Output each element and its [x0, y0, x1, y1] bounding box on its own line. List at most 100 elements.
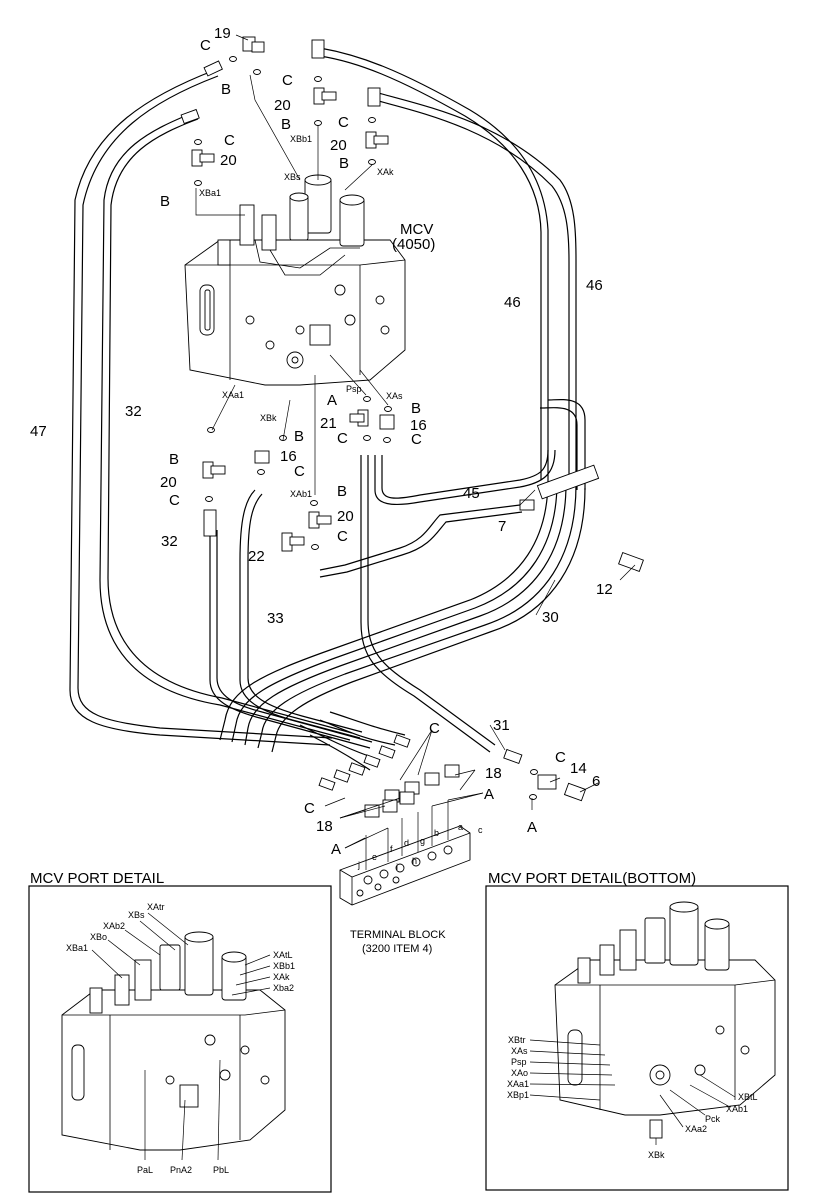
- callout-C: C: [337, 528, 348, 545]
- port-xba1: XBa1: [199, 188, 221, 198]
- callout-18: 18: [316, 818, 333, 835]
- detail-left-port: XAtL: [273, 950, 293, 960]
- detail-right-port: Pck: [705, 1114, 721, 1124]
- callout-C: C: [224, 132, 235, 149]
- callout-B: B: [339, 155, 349, 172]
- mcv-valve-body: [184, 174, 406, 386]
- hose-end-fittings: [180, 39, 523, 791]
- callout-12: 12: [596, 581, 613, 598]
- callout-B: B: [169, 451, 179, 468]
- callout-20: 20: [330, 137, 347, 154]
- callout-B: B: [411, 400, 421, 417]
- callout-14: 14: [570, 760, 587, 777]
- callout-C: C: [294, 463, 305, 480]
- block-letter-f: f: [390, 844, 393, 854]
- detail-left-port: XBa1: [66, 943, 88, 953]
- terminal-block-letters: a b c d e f g h i j: [357, 822, 483, 872]
- callout-16: 16: [280, 448, 297, 465]
- callout-31: 31: [493, 717, 510, 734]
- callout-46: 46: [504, 294, 521, 311]
- detail-right-port: XBp1: [507, 1090, 529, 1100]
- callout-6: 6: [592, 773, 600, 790]
- port-xas: XAs: [386, 391, 403, 401]
- callout-21: 21: [320, 415, 337, 432]
- callout-19: 19: [214, 25, 231, 42]
- detail-left-port: PnA2: [170, 1165, 192, 1175]
- callout-C: C: [282, 72, 293, 89]
- callout-20: 20: [220, 152, 237, 169]
- callout-A: A: [327, 392, 337, 409]
- callout-20: 20: [274, 97, 291, 114]
- callout-22: 22: [248, 548, 265, 565]
- callout-B: B: [294, 428, 304, 445]
- callout-16: 16: [410, 417, 427, 434]
- detail-right-port: XAa2: [685, 1124, 707, 1134]
- detail-left-panel: MCV PORT DETAIL XAtr X: [28, 870, 332, 1193]
- detail-left-port: XBb1: [273, 961, 295, 971]
- block-letter-h: h: [412, 856, 417, 866]
- detail-right-port: XAo: [511, 1068, 528, 1078]
- detail-right-port: XBk: [648, 1150, 665, 1160]
- callout-32: 32: [161, 533, 178, 550]
- detail-left-port: PbL: [213, 1165, 229, 1175]
- port-xbs: XBs: [284, 172, 301, 182]
- callout-C: C: [337, 430, 348, 447]
- port-xab1: XAb1: [290, 489, 312, 499]
- detail-right-port: XAb1: [726, 1104, 748, 1114]
- terminal-block-ports: [356, 845, 453, 897]
- detail-left-title: MCV PORT DETAIL: [30, 870, 164, 887]
- callout-18: 18: [485, 765, 502, 782]
- callout-C: C: [555, 749, 566, 766]
- hose-group: [69, 47, 586, 771]
- block-letter-d: d: [404, 838, 409, 848]
- terminal-block-item: (3200 ITEM 4): [362, 943, 432, 955]
- port-xbb1: XBb1: [290, 134, 312, 144]
- detail-left-port: XAk: [273, 972, 290, 982]
- port-xaa1: XAa1: [222, 390, 244, 400]
- callouts: 19 20 20 20 20 20 21 16 16 22 32 32 33 4…: [30, 25, 613, 955]
- callout-30: 30: [542, 609, 559, 626]
- callout-C: C: [169, 492, 180, 509]
- detail-left-port: XAb2: [103, 921, 125, 931]
- terminal-block: [339, 800, 471, 906]
- callout-B: B: [221, 81, 231, 98]
- block-letter-b: b: [434, 828, 439, 838]
- detail-right-title: MCV PORT DETAIL(BOTTOM): [488, 870, 696, 887]
- port-psp: Psp: [346, 384, 362, 394]
- callout-B: B: [281, 116, 291, 133]
- callout-C: C: [304, 800, 315, 817]
- terminal-block-label: TERMINAL BLOCK: [350, 929, 446, 941]
- detail-right-port: XAs: [511, 1046, 528, 1056]
- callout-45: 45: [463, 485, 480, 502]
- callout-A: A: [484, 786, 494, 803]
- block-letter-a: a: [458, 822, 463, 832]
- callout-C: C: [200, 37, 211, 54]
- callout-A: A: [527, 819, 537, 836]
- callout-C: C: [411, 431, 422, 448]
- callout-46: 46: [586, 277, 603, 294]
- callout-7: 7: [498, 518, 506, 535]
- mcv-label: MCV: [400, 221, 433, 238]
- block-letter-g: g: [420, 836, 425, 846]
- port-xak: XAk: [377, 167, 394, 177]
- detail-right-port: XBtL: [738, 1092, 758, 1102]
- detail-left-port: PaL: [137, 1165, 153, 1175]
- callout-B: B: [337, 483, 347, 500]
- detail-right-port: XAa1: [507, 1079, 529, 1089]
- block-letter-e: e: [372, 852, 377, 862]
- detail-right-port: Psp: [511, 1057, 527, 1067]
- detail-left-port: XAtr: [147, 902, 165, 912]
- detail-right-port: XBtr: [508, 1035, 526, 1045]
- mcv-code: (4050): [392, 236, 435, 253]
- detail-left-frame: [28, 885, 332, 1193]
- main-port-labels: XBs XBb1 XAk XBa1 XAa1 XBk Psp XAs XAb1: [199, 134, 403, 499]
- block-letter-j: j: [357, 860, 360, 870]
- detail-right-frame: [485, 885, 789, 1191]
- detail-left-port: XBs: [128, 910, 145, 920]
- callout-C: C: [338, 114, 349, 131]
- block-letter-c: c: [478, 825, 483, 835]
- callout-20: 20: [160, 474, 177, 491]
- port-xbk: XBk: [260, 413, 277, 423]
- detail-right-panel: MCV PORT DETAIL(BOTTOM) XBtr XAs: [485, 870, 789, 1191]
